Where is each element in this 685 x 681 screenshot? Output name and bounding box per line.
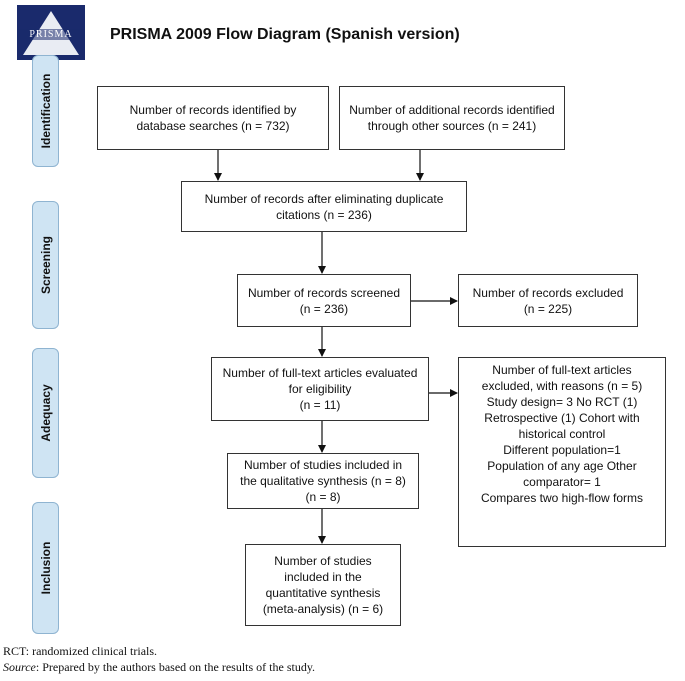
logo-text: PRISMA	[17, 29, 85, 40]
stage-inclusion: Inclusion	[32, 502, 59, 634]
prisma-logo: PRISMA	[17, 5, 85, 60]
box-other-sources-text: Number of additional records identified …	[349, 103, 555, 133]
box-fulltext-evaluated-count: (n = 11)	[299, 398, 341, 412]
box-after-duplicates: Number of records after eliminating dupl…	[181, 181, 467, 232]
box-records-excluded-count: (n = 225)	[523, 301, 573, 316]
box-records-screened-label: Number of records screened	[247, 285, 401, 300]
footnote-abbreviation-text: RCT: randomized clinical trials.	[3, 644, 158, 658]
footnote-abbreviation: RCT: randomized clinical trials.	[3, 644, 157, 659]
box-fulltext-evaluated: Number of full-text articles evaluated f…	[211, 357, 429, 421]
box-fulltext-evaluated-label: Number of full-text articles evaluated f…	[222, 366, 418, 396]
exclusion-reason: Population of any age Other comparator= …	[487, 459, 637, 489]
box-after-duplicates-text: Number of records after eliminating dupl…	[204, 191, 444, 222]
stage-identification: Identification	[32, 55, 59, 167]
box-qualitative-synthesis: Number of studies included in the qualit…	[227, 453, 419, 509]
box-database-records: Number of records identified by database…	[97, 86, 329, 150]
box-records-excluded-label: Number of records excluded	[472, 285, 624, 300]
box-records-screened-count: (n = 236)	[299, 301, 349, 316]
box-records-screened: Number of records screened (n = 236)	[237, 274, 411, 327]
stage-screening: Screening	[32, 201, 59, 329]
stage-adequacy: Adequacy	[32, 348, 59, 478]
box-quantitative-synthesis: Number of studies included in the quanti…	[245, 544, 401, 626]
box-fulltext-excluded-heading: Number of full-text articles excluded, w…	[481, 363, 643, 393]
box-qualitative-synthesis-count: (n = 8)	[305, 490, 341, 504]
box-fulltext-excluded: Number of full-text articles excluded, w…	[458, 357, 666, 547]
footnote-source-text: : Prepared by the authors based on the r…	[35, 660, 316, 674]
exclusion-reason: Retrospective (1) Cohort with historical…	[484, 411, 640, 441]
diagram-title: PRISMA 2009 Flow Diagram (Spanish versio…	[110, 26, 460, 43]
exclusion-reason: Different population=1	[503, 443, 621, 457]
exclusion-reason: Compares two high-flow forms	[480, 491, 644, 505]
box-database-records-text: Number of records identified by database…	[129, 103, 297, 133]
box-qualitative-synthesis-label: Number of studies included in the qualit…	[240, 458, 406, 488]
footnote-source-label: Source	[3, 660, 36, 674]
exclusion-reason: Study design= 3 No RCT (1)	[486, 395, 638, 409]
footnote-source: Source: Prepared by the authors based on…	[3, 660, 315, 675]
box-other-sources: Number of additional records identified …	[339, 86, 565, 150]
box-quantitative-synthesis-text: Number of studies included in the quanti…	[262, 554, 384, 616]
box-records-excluded: Number of records excluded (n = 225)	[458, 274, 638, 327]
